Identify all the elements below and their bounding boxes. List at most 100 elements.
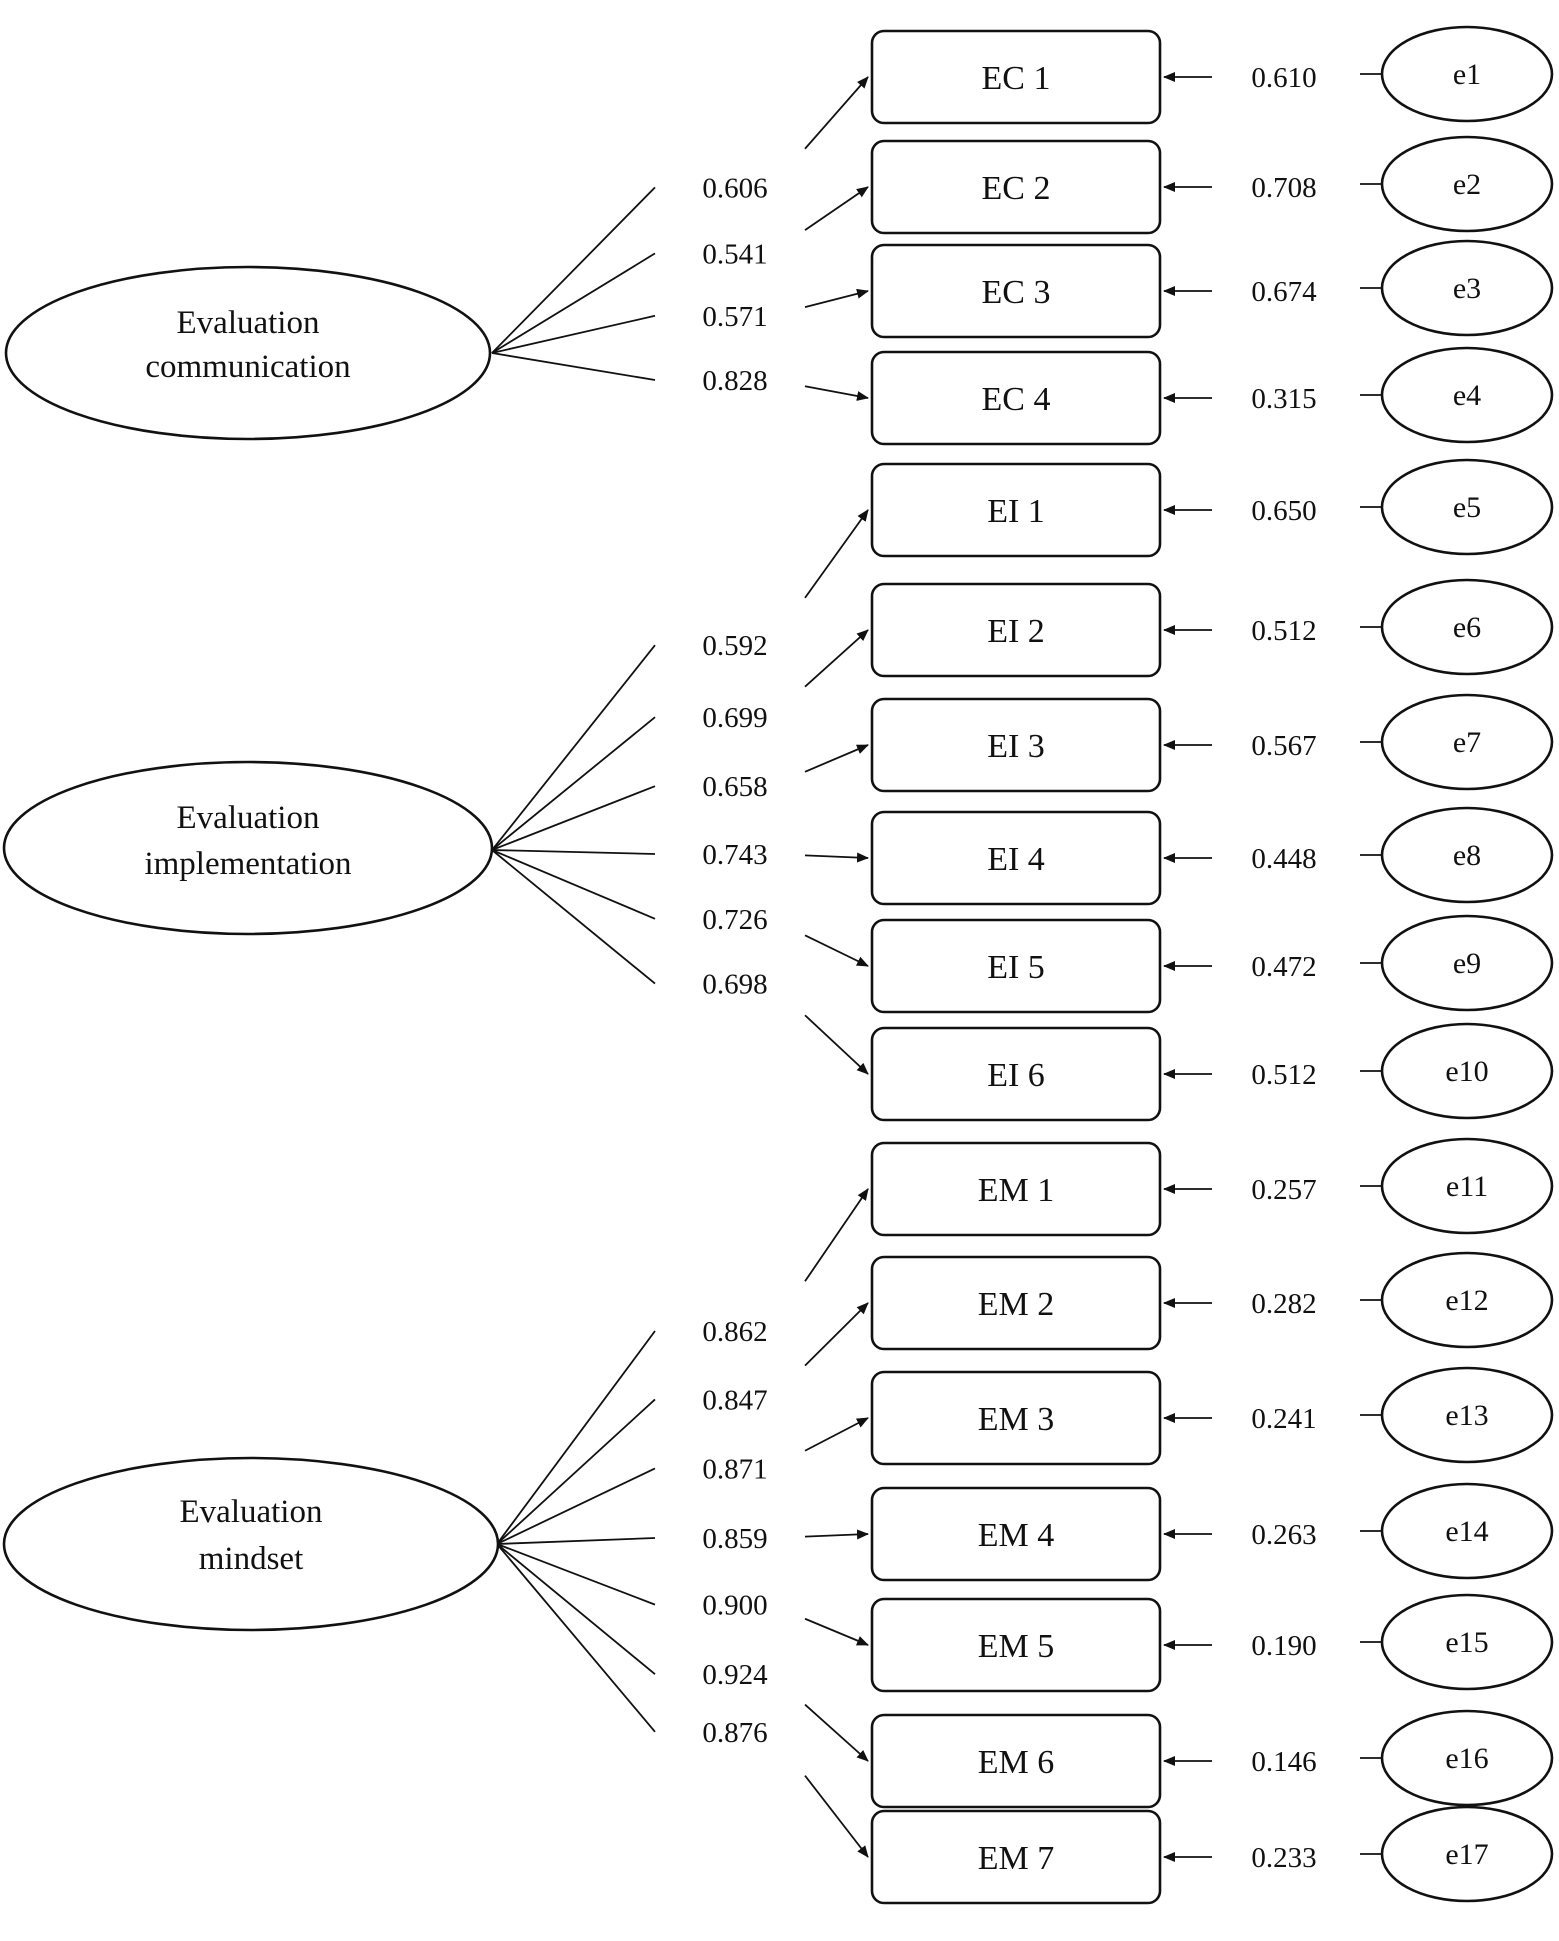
latent-factor-ellipse	[4, 265, 492, 441]
indicator-box	[870, 1255, 1162, 1351]
error-term-label: e10	[1445, 1055, 1488, 1088]
error-term-label: e2	[1453, 168, 1481, 201]
factor-loading-label: 0.924	[702, 1659, 768, 1691]
loading-path	[491, 186, 656, 354]
indicator-box	[870, 810, 1162, 906]
loading-path	[491, 785, 656, 851]
indicator-box	[870, 582, 1162, 678]
indicator-label: EI 1	[987, 493, 1045, 530]
error-term-ellipse	[1380, 1709, 1554, 1807]
loading-path	[496, 1543, 656, 1675]
latent-factor-label: implementation	[144, 846, 351, 882]
latent-factor-ellipse	[2, 1456, 500, 1632]
factor-loading-label: 0.658	[702, 771, 767, 803]
error-term-ellipse	[1380, 1251, 1554, 1349]
loading-arrow	[804, 385, 869, 401]
loading-arrow	[804, 744, 869, 773]
indicator-label: EM 6	[978, 1744, 1055, 1781]
loading-arrow	[804, 1617, 869, 1646]
error-variance-label: 0.190	[1251, 1630, 1316, 1662]
factor-loading-label: 0.726	[702, 904, 767, 936]
loading-arrow	[804, 509, 869, 599]
loading-path	[491, 849, 656, 855]
error-term-label: e17	[1445, 1838, 1488, 1871]
indicator-label: EC 4	[982, 381, 1051, 418]
indicator-box	[870, 243, 1162, 339]
indicator-box	[870, 29, 1162, 125]
loading-arrow	[804, 186, 869, 231]
loading-arrow	[804, 1529, 869, 1540]
indicator-label: EC 2	[982, 170, 1051, 207]
loading-path	[491, 849, 656, 920]
error-variance-label: 0.472	[1251, 951, 1316, 983]
factor-loading-label: 0.541	[702, 238, 767, 270]
factor-loading-label: 0.592	[702, 630, 767, 662]
loading-path	[496, 1543, 656, 1733]
indicator-box	[870, 139, 1162, 235]
indicator-label: EM 2	[978, 1286, 1055, 1323]
latent-factor-ellipse	[2, 760, 494, 936]
indicator-label: EM 3	[978, 1401, 1055, 1438]
loading-arrow	[804, 852, 869, 863]
factor-loading-label: 0.862	[702, 1316, 767, 1348]
error-variance-label: 0.610	[1251, 62, 1316, 94]
error-term-ellipse	[1380, 1137, 1554, 1235]
factor-loading-label: 0.871	[702, 1453, 767, 1485]
error-variance-label: 0.282	[1251, 1288, 1316, 1320]
loading-path	[496, 1330, 656, 1545]
indicator-label: EI 3	[987, 728, 1045, 765]
loading-arrow	[804, 1188, 869, 1282]
error-term-ellipse	[1380, 914, 1554, 1012]
factor-loading-label: 0.876	[702, 1717, 767, 1749]
loading-path	[491, 352, 656, 381]
loading-arrow	[804, 1302, 869, 1367]
indicator-box	[870, 1370, 1162, 1466]
factor-loading-label: 0.571	[702, 301, 767, 333]
error-term-label: e4	[1453, 379, 1481, 412]
error-term-label: e15	[1445, 1626, 1488, 1659]
error-term-label: e5	[1453, 491, 1481, 524]
loading-arrow	[804, 1014, 869, 1075]
indicator-box	[870, 697, 1162, 793]
loading-path	[496, 1537, 656, 1545]
loading-arrow	[804, 1417, 869, 1452]
indicator-box	[870, 462, 1162, 558]
indicator-label: EM 1	[978, 1172, 1055, 1209]
latent-factor-label: Evaluation	[180, 1494, 323, 1530]
error-term-label: e7	[1453, 726, 1481, 759]
error-variance-label: 0.650	[1251, 495, 1316, 527]
error-term-ellipse	[1380, 25, 1554, 123]
error-term-label: e14	[1445, 1515, 1488, 1548]
loading-path	[491, 644, 656, 851]
error-term-ellipse	[1380, 1366, 1554, 1464]
error-term-label: e6	[1453, 611, 1481, 644]
loading-arrow	[804, 934, 869, 967]
factor-loading-label: 0.606	[702, 172, 767, 204]
error-variance-label: 0.263	[1251, 1519, 1316, 1551]
error-variance-label: 0.233	[1251, 1842, 1316, 1874]
error-term-ellipse	[1380, 1593, 1554, 1691]
indicator-label: EM 4	[978, 1517, 1055, 1554]
error-term-label: e9	[1453, 947, 1481, 980]
indicator-box	[870, 1713, 1162, 1809]
indicator-box	[870, 1026, 1162, 1122]
error-term-label: e11	[1446, 1170, 1488, 1203]
error-term-label: e8	[1453, 839, 1481, 872]
indicator-box	[870, 1141, 1162, 1237]
loading-arrow	[804, 1775, 869, 1858]
error-variance-label: 0.708	[1251, 172, 1316, 204]
error-term-ellipse	[1380, 578, 1554, 676]
indicator-box	[870, 350, 1162, 446]
error-term-ellipse	[1380, 135, 1554, 233]
error-variance-label: 0.448	[1251, 843, 1316, 875]
factor-loading-label: 0.699	[702, 702, 767, 734]
error-term-ellipse	[1380, 458, 1554, 556]
loading-path	[496, 1543, 656, 1606]
error-variance-label: 0.315	[1251, 383, 1316, 415]
error-variance-label: 0.257	[1251, 1174, 1316, 1206]
error-term-label: e3	[1453, 272, 1481, 305]
indicator-label: EI 4	[987, 841, 1045, 878]
error-term-ellipse	[1380, 346, 1554, 444]
loading-arrow	[804, 76, 869, 150]
